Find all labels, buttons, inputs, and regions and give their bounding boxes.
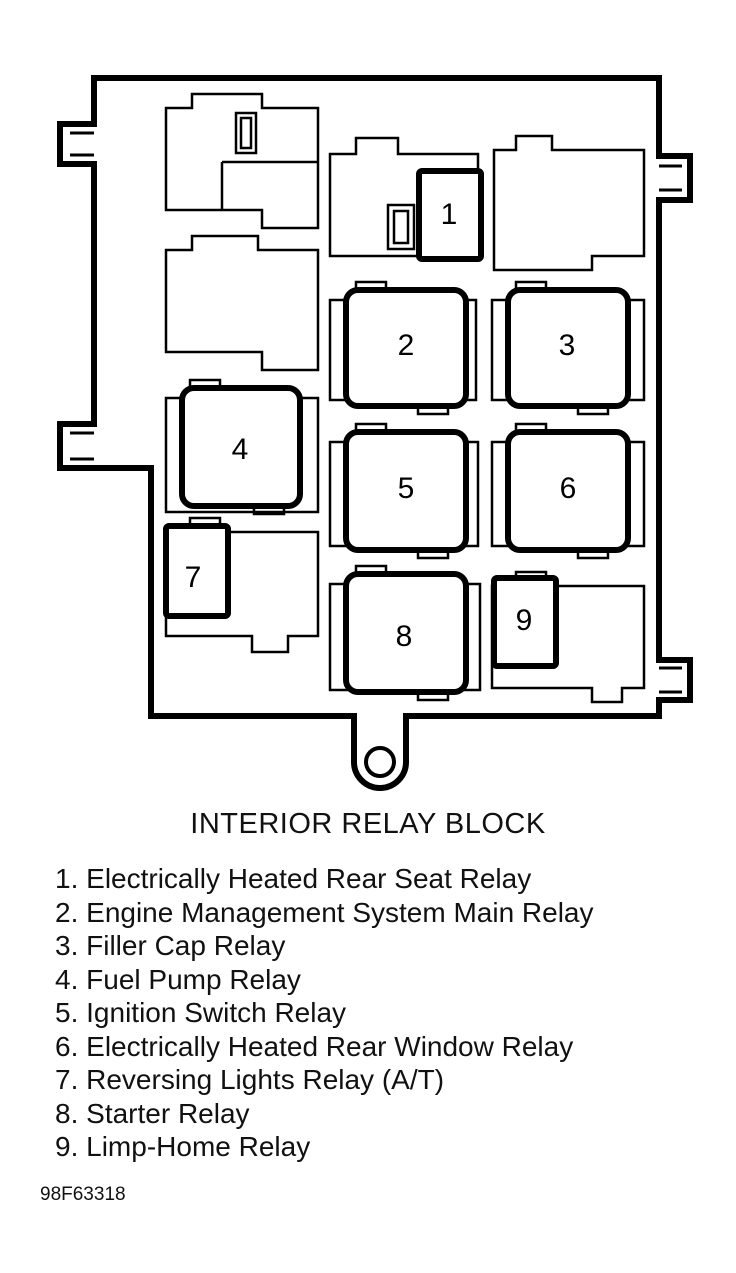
legend-number: 5. [55,997,79,1028]
empty-socket-mid-left [164,234,320,372]
relay-label-7: 7 [185,561,202,594]
relay-label-5: 5 [398,472,415,505]
relay-label-1: 1 [441,198,458,231]
legend-text: Starter Relay [86,1097,250,1129]
legend-item: 9. Limp-Home Relay [55,1130,594,1164]
legend-item: 7. Reversing Lights Relay (A/T) [55,1063,594,1097]
socket-terminal [392,209,410,245]
mounting-hole [364,746,396,778]
legend-item: 1. Electrically Heated Rear Seat Relay [55,862,594,896]
legend-text: Fuel Pump Relay [86,963,301,995]
relay-label-9: 9 [516,604,533,637]
legend-number: 2. [55,896,79,928]
relay-label-3: 3 [559,329,576,362]
empty-socket-top-middle [328,136,480,258]
legend-text: Ignition Switch Relay [86,997,347,1028]
legend-text: Filler Cap Relay [86,930,286,961]
legend-number: 3. [55,930,79,961]
relay-label-6: 6 [560,472,577,505]
legend-number: 7. [55,1064,79,1095]
legend-item: 3. Filler Cap Relay [55,929,594,963]
empty-socket-bottom-right [490,584,646,704]
legend-number: 4. [55,963,79,995]
relay-6 [505,429,631,553]
relay-2 [343,287,469,409]
relay-block-diagram: 1 2 3 4 5 6 7 8 9 [57,75,693,791]
relay-5 [343,429,469,553]
relay-3 [505,287,631,409]
legend-item: 4. Fuel Pump Relay [55,963,594,997]
legend-number: 9. [55,1131,79,1162]
empty-socket-bottom-left [164,530,320,654]
figure-id: 98F63318 [40,1184,126,1205]
socket-terminal [239,116,253,150]
relay-block-housing [57,75,693,791]
empty-socket-top-left [164,92,320,230]
relay-1 [416,168,484,262]
legend-item: 2. Engine Management System Main Relay [55,896,594,930]
socket-terminal [386,203,416,251]
relay-4 [179,385,303,509]
relay-label-8: 8 [396,620,413,653]
relay-9 [491,575,559,669]
legend-item: 8. Starter Relay [55,1097,594,1131]
legend-text: Limp-Home Relay [86,1131,311,1162]
relay-legend: 1. Electrically Heated Rear Seat Relay 2… [55,862,594,1164]
legend-item: 5. Ignition Switch Relay [55,996,594,1030]
legend-number: 6. [55,1030,79,1062]
socket-terminal [234,111,258,155]
legend-item: 6. Electrically Heated Rear Window Relay [55,1030,594,1064]
relay-label-4: 4 [232,433,249,466]
legend-text: Reversing Lights Relay (A/T) [86,1064,445,1095]
empty-socket-top-right [492,134,646,272]
relay-8 [343,571,469,695]
diagram-caption: INTERIOR RELAY BLOCK [190,808,546,840]
relay-7 [163,523,231,619]
legend-number: 8. [55,1097,79,1129]
mounting-tab-notches [70,131,682,694]
legend-text: Electrically Heated Rear Window Relay [86,1030,574,1062]
legend-text: Electrically Heated Rear Seat Relay [86,863,532,894]
relay-label-2: 2 [398,329,415,362]
legend-number: 1. [55,863,79,894]
legend-text: Engine Management System Main Relay [86,896,594,928]
